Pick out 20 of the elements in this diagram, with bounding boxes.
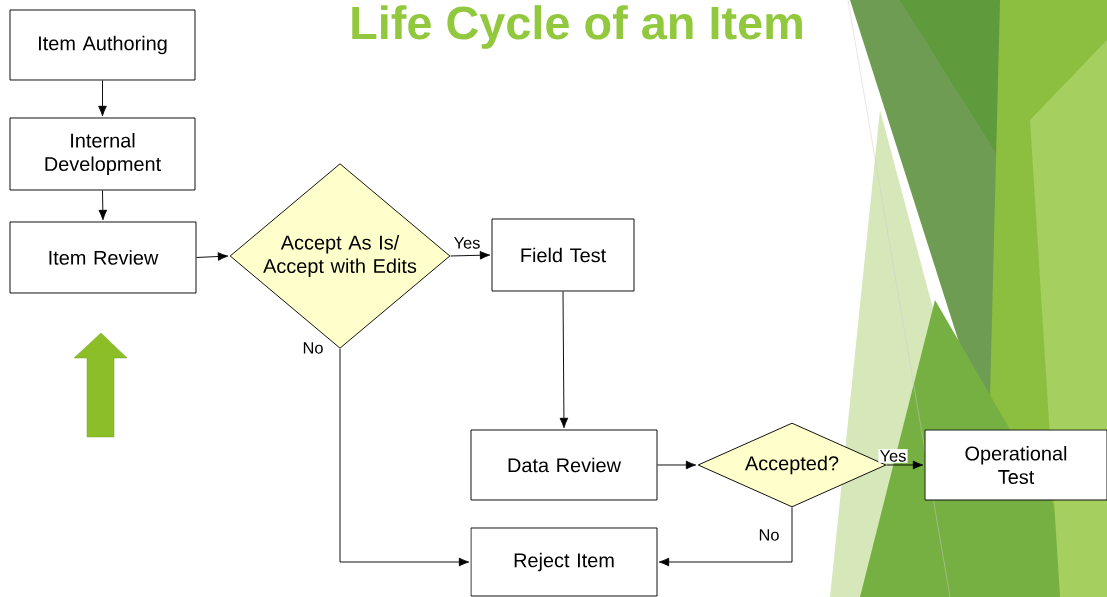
edge-label: No [757, 528, 781, 542]
arrow [98, 80, 107, 117]
arrow [658, 507, 793, 567]
edge-label: Yes [878, 449, 908, 463]
arrow [339, 348, 470, 567]
arrow [98, 190, 108, 221]
process-box: Item Authoring [9, 9, 196, 81]
arrow [886, 460, 924, 470]
arrow [559, 291, 569, 429]
arrow [450, 250, 491, 260]
arrow [657, 460, 697, 470]
arrow [196, 252, 229, 261]
process-box: Item Review [9, 221, 197, 294]
process-box: Field Test [491, 218, 635, 292]
process-box: Internal Development [9, 117, 196, 191]
edge-label: Yes [452, 236, 482, 250]
process-box: Operational Test [924, 429, 1107, 501]
process-box: Data Review [470, 429, 658, 501]
title: Life Cycle of an Item [352, 5, 802, 49]
process-box: Reject Item [470, 527, 658, 597]
